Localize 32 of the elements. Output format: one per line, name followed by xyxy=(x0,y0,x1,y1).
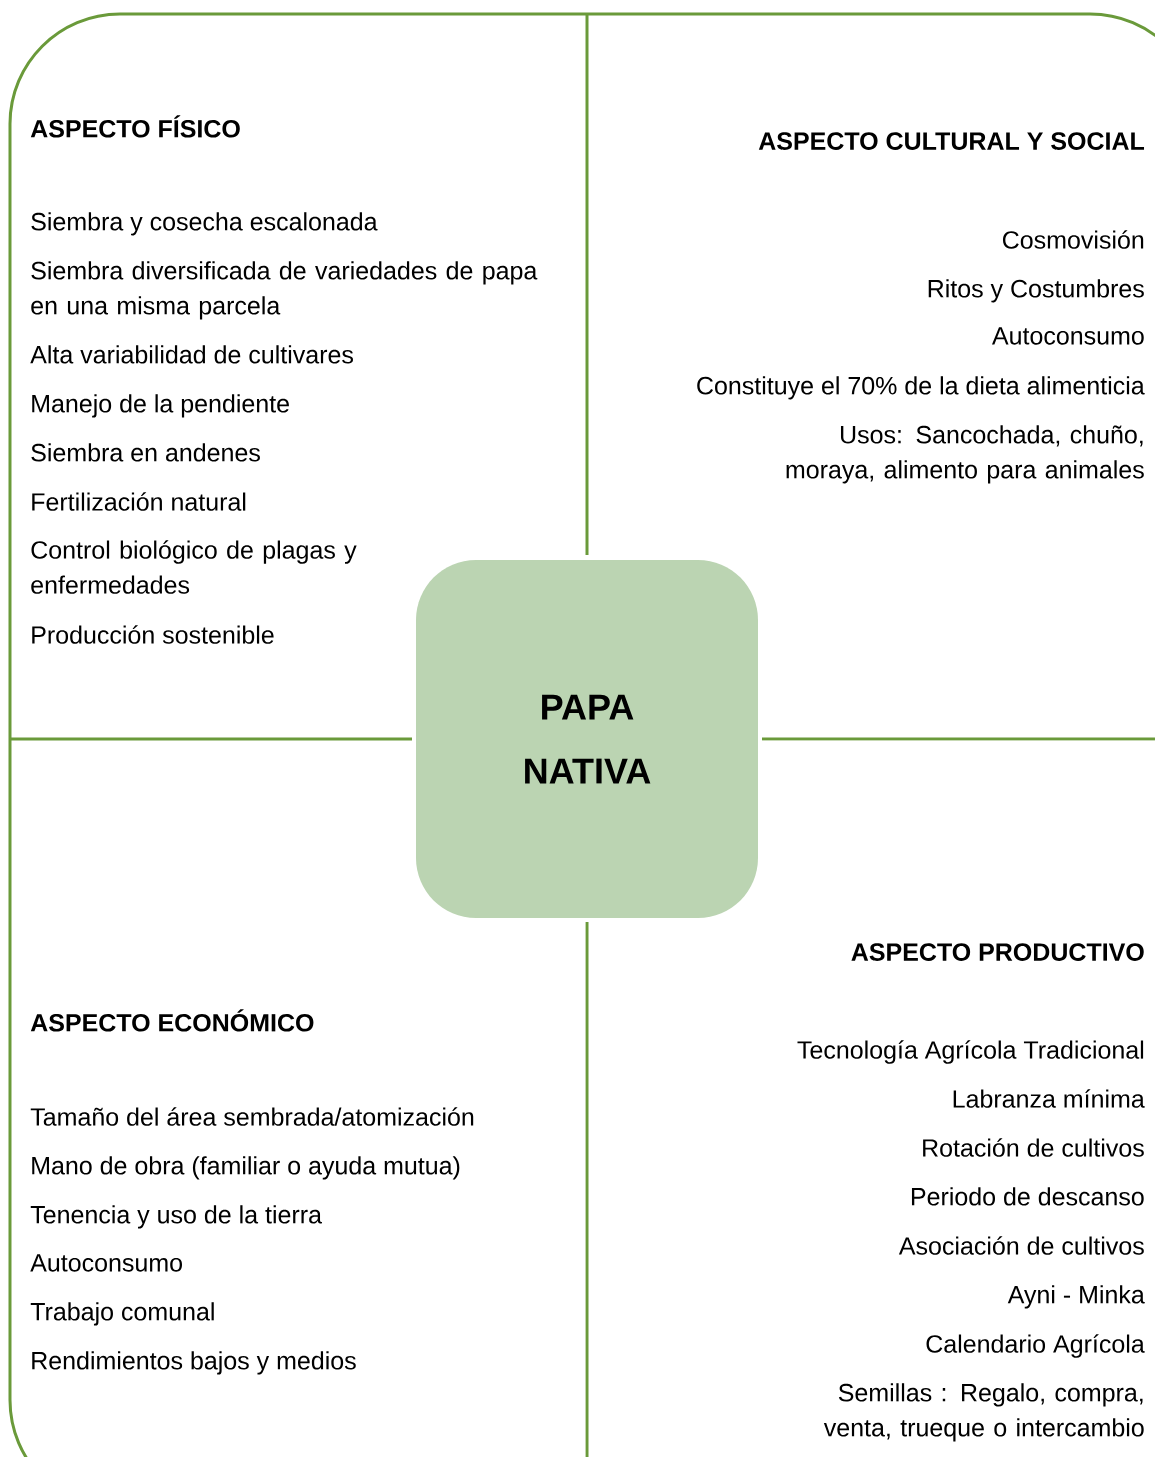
list-item: Ritos y Costumbres xyxy=(928,279,1144,303)
heading: ASPECTO FÍSICO xyxy=(30,115,240,138)
heading: ASPECTO CULTURAL Y SOCIAL xyxy=(758,132,1144,150)
list-item: Asociación de cultivos xyxy=(898,1236,1144,1255)
list-item: Trabajo comunal xyxy=(30,1302,214,1326)
list-item: Ayni - Minka xyxy=(1007,1285,1145,1309)
list-item: Alta variabilidad de cultivares xyxy=(30,345,353,364)
list-item: Rendimientos bajos y medios xyxy=(32,1351,356,1375)
list-item: Tenencia y uso de la tierra xyxy=(30,1205,322,1229)
list-item: Cosmovisión xyxy=(1002,230,1144,249)
list-item: Tecnología Agrícola Tradicional xyxy=(797,1040,1144,1064)
list-item: Manejo de la pendiente xyxy=(32,394,289,418)
list-item: Tamaño del área sembrada/atomización xyxy=(30,1107,474,1126)
list-item: Usos: Sancochada, chuño, moraya, alimento para animales xyxy=(786,425,1144,484)
list-item: Mano de obra (familiar o ayuda mutua) xyxy=(32,1156,460,1180)
heading: ASPECTO PRODUCTIVO xyxy=(851,943,1144,961)
list-item: Constituye el 70% de la dieta alimenticia xyxy=(697,376,1145,400)
list-item: Autoconsumo xyxy=(30,1254,182,1272)
list-item: Calendario Agrícola xyxy=(926,1334,1145,1358)
list-item: Periodo de descanso xyxy=(911,1187,1144,1206)
center-box: PAPA NATIVA xyxy=(416,560,758,918)
list-item: Siembra y cosecha escalonada xyxy=(31,212,378,236)
list-item: Fertilización natural xyxy=(32,492,246,511)
heading: ASPECTO ECONÓMICO xyxy=(30,1009,314,1032)
list-item: Siembra en andenes xyxy=(31,443,260,462)
list-item: Labranza mínima xyxy=(953,1089,1145,1108)
list-item: Semillas : Regalo, compra, venta, trueque o intercambio xyxy=(823,1383,1144,1442)
list-item: Rotación de cultivos xyxy=(923,1138,1144,1157)
list-item: Autoconsumo xyxy=(992,327,1144,345)
list-item: Producción sostenible xyxy=(32,625,274,644)
list-item: Siembra diversificada de variedades de papa en una misma parcela xyxy=(31,261,538,320)
list-item: Control biológico de plagas y enfermedades xyxy=(31,540,357,594)
